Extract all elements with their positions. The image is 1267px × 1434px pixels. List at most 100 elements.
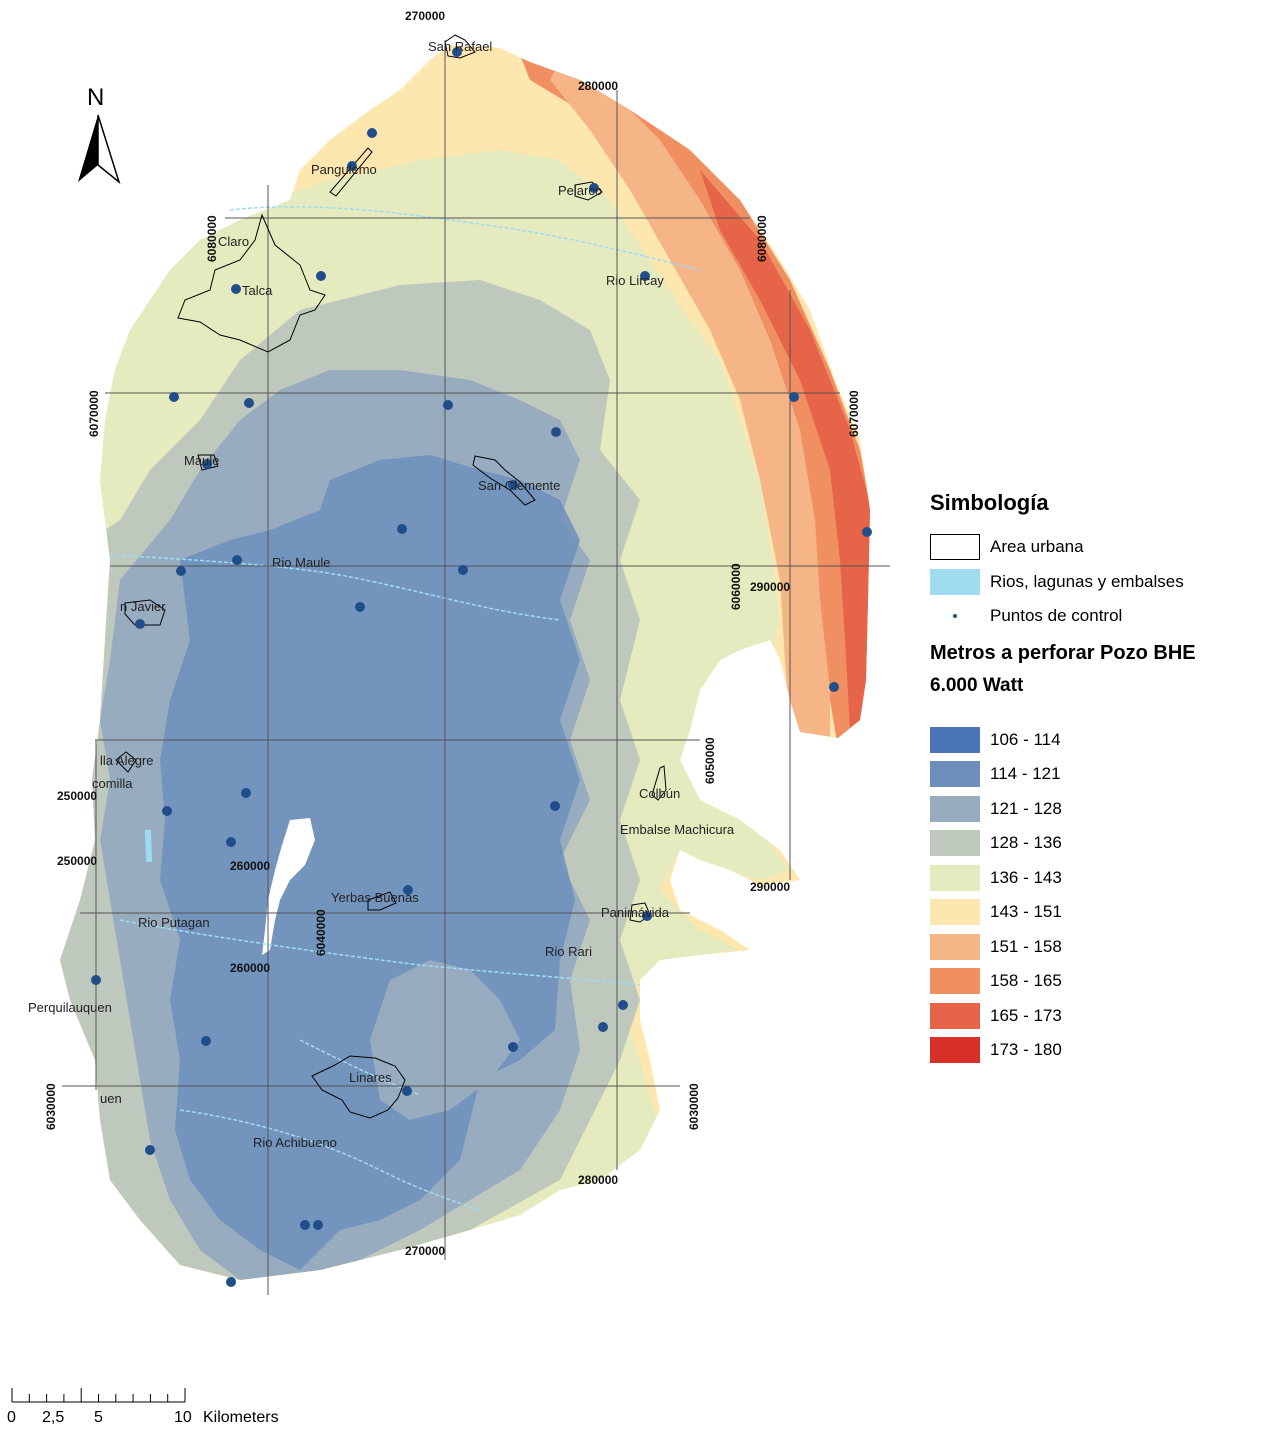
control-point[interactable] [300, 1220, 310, 1230]
river-lircay [229, 206, 701, 271]
control-point[interactable] [642, 911, 652, 921]
control-point[interactable] [508, 480, 518, 490]
label-linares: Linares [349, 1070, 392, 1085]
lake-white [262, 818, 315, 955]
coord-y6040-mid: 6040000 [314, 909, 328, 956]
legend-raster-title: Metros a perforar Pozo BHE [930, 641, 1196, 664]
label-rio-putagan: Rio Putagan [138, 915, 210, 930]
legend-class: 158 - 165 [930, 964, 1260, 999]
label-maule: Maule [184, 453, 219, 468]
urban-talca [177, 213, 326, 353]
control-point[interactable] [618, 1000, 628, 1010]
control-point[interactable] [313, 1220, 323, 1230]
legend-class-swatch [930, 726, 980, 753]
control-point[interactable] [458, 565, 468, 575]
coord-x260-a: 260000 [230, 859, 270, 873]
scale-bar-graphic [11, 1388, 186, 1403]
urban-pangulemo [329, 147, 373, 197]
legend-class: 143 - 151 [930, 895, 1260, 930]
control-point[interactable] [226, 837, 236, 847]
coord-y6080-right: 6080000 [755, 215, 769, 262]
label-rio-rari: Rio Rari [545, 944, 592, 959]
control-point[interactable] [202, 459, 212, 469]
control-point[interactable] [550, 801, 560, 811]
label-perquilauquen: Perquilauquen [28, 1000, 112, 1015]
scale-tick-10: 10 [174, 1409, 192, 1426]
coord-x280-top: 280000 [578, 79, 618, 93]
coord-y6030-right: 6030000 [687, 1083, 701, 1130]
river-achibueno [179, 1109, 481, 1211]
urban-pelarco [574, 181, 603, 201]
control-point[interactable] [232, 555, 242, 565]
urban-areas [115, 34, 667, 1119]
legend-class-label: 136 - 143 [990, 867, 1062, 887]
legend-class-label: 158 - 165 [990, 971, 1062, 991]
coord-x270-top: 270000 [405, 9, 445, 23]
label-colbun: Colbún [639, 786, 680, 801]
scale-tick-0: 0 [7, 1409, 16, 1426]
control-point[interactable] [862, 527, 872, 537]
control-point[interactable] [640, 271, 650, 281]
north-arrow: N [78, 84, 121, 185]
label-comilla: comilla [92, 776, 133, 791]
control-point[interactable] [162, 806, 172, 816]
legend-class-label: 106 - 114 [990, 729, 1061, 749]
coord-x250-b: 250000 [57, 854, 97, 868]
control-points [91, 47, 872, 1287]
coord-x290-mid: 290000 [750, 580, 790, 594]
control-point[interactable] [226, 1277, 236, 1287]
scale-tick-5: 5 [94, 1409, 103, 1426]
control-point[interactable] [551, 427, 561, 437]
control-point[interactable] [316, 271, 326, 281]
label-claro: Claro [218, 234, 249, 249]
legend-class: 114 - 121 [930, 757, 1260, 792]
control-point[interactable] [589, 183, 599, 193]
control-point[interactable] [508, 1042, 518, 1052]
scale-unit: Kilometers [203, 1409, 279, 1426]
control-point[interactable] [135, 619, 145, 629]
control-point[interactable] [829, 682, 839, 692]
legend-class-label: 128 - 136 [990, 833, 1062, 853]
legend-title: Simbología [930, 490, 1049, 515]
urban-linares [311, 1055, 406, 1119]
urban-villa-alegre [115, 751, 137, 773]
label-rio-lircay: Rio Lircay [606, 273, 664, 288]
control-point[interactable] [367, 128, 377, 138]
coord-y6060-right: 6060000 [729, 563, 743, 610]
control-point[interactable] [241, 788, 251, 798]
coordinate-labels: 270000 280000 6080000 6080000 6070000 60… [44, 9, 861, 1258]
legend-item-label: Puntos de control [990, 606, 1123, 626]
control-point[interactable] [169, 392, 179, 402]
control-point[interactable] [176, 566, 186, 576]
control-point[interactable] [91, 975, 101, 985]
north-arrow-left-half [78, 115, 98, 182]
legend-class: 121 - 128 [930, 792, 1260, 827]
control-point[interactable] [347, 161, 357, 171]
control-point[interactable] [452, 47, 462, 57]
legend-class-label: 114 - 121 [990, 764, 1061, 784]
legend-class: 165 - 173 [930, 999, 1260, 1034]
coord-y6030-left: 6030000 [44, 1083, 58, 1130]
river-putagan [119, 919, 641, 986]
control-point[interactable] [443, 400, 453, 410]
coord-x250-a: 250000 [57, 789, 97, 803]
small-lagoon [145, 830, 152, 862]
control-point[interactable] [402, 1086, 412, 1096]
coord-x270-bottom: 270000 [405, 1244, 445, 1258]
map-grid [62, 40, 890, 1295]
control-point[interactable] [397, 524, 407, 534]
control-point[interactable] [598, 1022, 608, 1032]
urban-maule [197, 454, 219, 471]
control-point[interactable] [201, 1036, 211, 1046]
control-point[interactable] [355, 602, 365, 612]
legend-class-swatch [930, 761, 980, 788]
control-point[interactable] [403, 885, 413, 895]
control-point[interactable] [145, 1145, 155, 1155]
legend-class: 136 - 143 [930, 861, 1260, 896]
control-point[interactable] [231, 284, 241, 294]
control-point[interactable] [789, 392, 799, 402]
control-point[interactable] [244, 398, 254, 408]
river-maule [109, 554, 561, 621]
